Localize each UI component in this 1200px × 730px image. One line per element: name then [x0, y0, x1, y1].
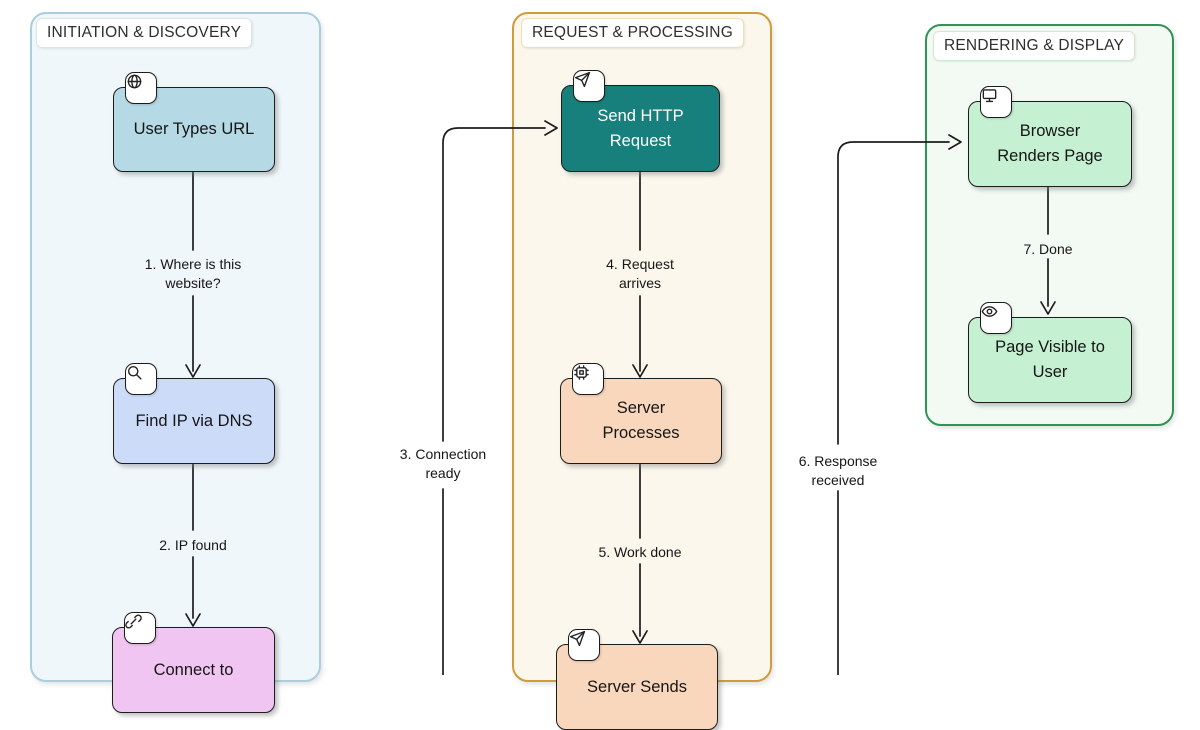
node-user-types-url: User Types URL: [113, 72, 275, 172]
node-icon-badge: [573, 70, 605, 102]
connector-lines: [185, 120, 1056, 675]
edge-7-arrow: [1040, 184, 1056, 315]
send-icon: [569, 630, 586, 647]
edge-label-5: 5. Work done: [598, 544, 682, 560]
node-icon-badge: [980, 86, 1012, 118]
edge-label-3: 3. Connection ready: [399, 446, 487, 481]
monitor-icon: [982, 89, 997, 103]
node-icon-badge: [572, 363, 604, 395]
edge-label-6: 6. Response received: [798, 453, 878, 488]
lane-rendering-display: [925, 24, 1174, 426]
search-icon: [127, 365, 142, 380]
send-icon: [574, 71, 591, 88]
cpu-icon: [574, 365, 589, 380]
globe-icon: [127, 74, 142, 89]
node-find-ip-via-dns: Find IP via DNS: [113, 363, 275, 464]
link-icon: [125, 614, 142, 629]
edge-4-arrow: [632, 169, 648, 378]
edge-label-7: 7. Done: [1023, 241, 1073, 257]
flowchart-canvas: INITIATION & DISCOVERY REQUEST & PROCESS…: [30, 12, 1174, 730]
edge-label-2: 2. IP found: [159, 537, 227, 553]
node-connect-to-server: Connect to: [112, 612, 275, 713]
node-send-http-request: Send HTTP Request: [561, 70, 720, 172]
node-icon-badge: [124, 612, 156, 644]
edge-5-arrow: [632, 461, 648, 644]
lane-title-initiation-discovery: INITIATION & DISCOVERY: [36, 18, 253, 48]
node-page-visible-to-user: Page Visible to User: [968, 302, 1132, 403]
lane-title-rendering-display: RENDERING & DISPLAY: [933, 31, 1136, 61]
node-icon-badge: [125, 363, 157, 395]
node-icon-badge: [980, 302, 1012, 334]
node-server-sends: Server Sends: [556, 629, 718, 730]
node-icon-badge: [568, 629, 600, 661]
edge-1-arrow: [185, 169, 201, 378]
edge-6-arrow: [837, 134, 962, 675]
node-server-processes: Server Processes: [560, 363, 722, 464]
eye-icon: [981, 306, 998, 317]
edge-label-1: 1. Where is this website?: [144, 256, 242, 291]
node-browser-renders-page: Browser Renders Page: [968, 86, 1132, 187]
edge-3-arrow: [442, 120, 558, 675]
node-icon-badge: [125, 72, 157, 104]
lane-title-request-processing: REQUEST & PROCESSING: [521, 18, 744, 48]
edge-label-4: 4. Request arrives: [606, 256, 674, 291]
edge-2-arrow: [185, 461, 201, 627]
